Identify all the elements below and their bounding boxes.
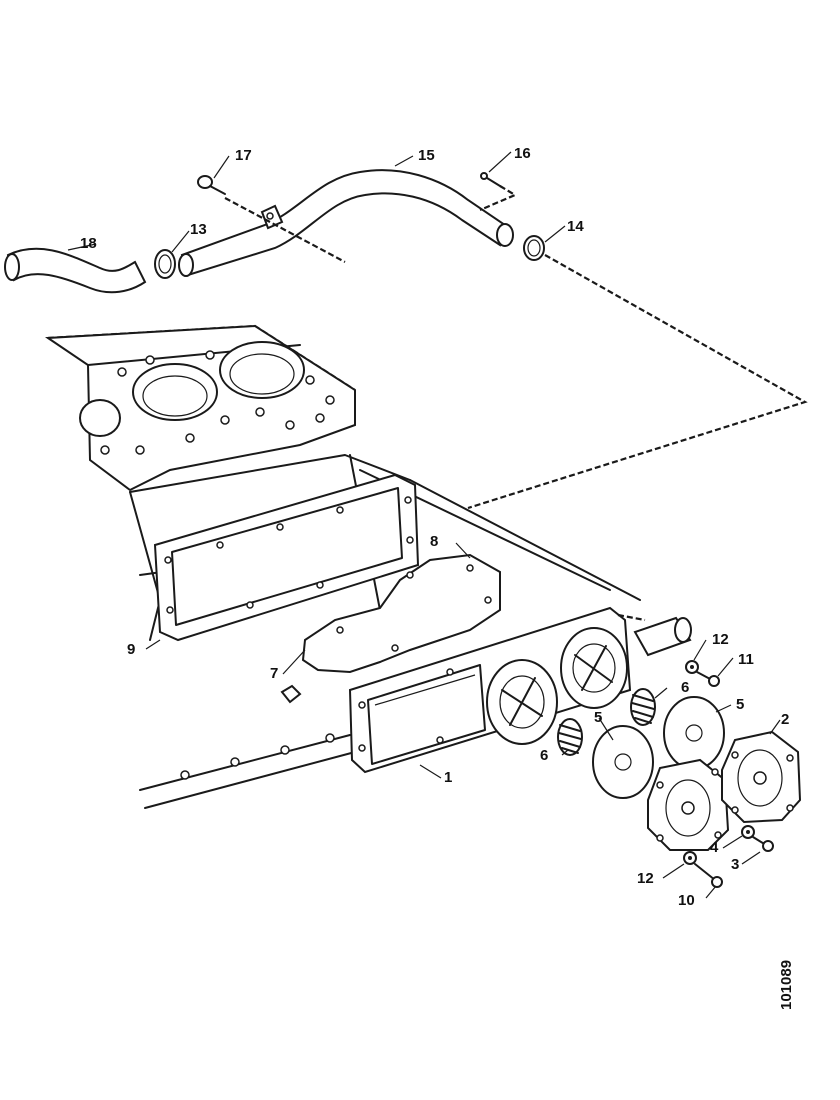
callout-16: 17 — [235, 147, 252, 164]
gasket-9 — [153, 473, 420, 642]
reference-number: 101089 — [778, 959, 795, 1010]
callout-3: 3 — [731, 856, 739, 873]
engine-block — [44, 324, 641, 809]
hose-17 — [6, 247, 147, 294]
part-7 — [280, 684, 302, 704]
spring-6-a — [557, 718, 583, 756]
callout-15: 16 — [514, 145, 531, 162]
callout-1: 1 — [444, 769, 452, 786]
callout-6-bottom: 6 — [540, 747, 548, 764]
bolt-3 — [752, 836, 774, 852]
callout-4: 4 — [710, 839, 719, 856]
diaphragm-5-b — [663, 696, 725, 770]
callout-18: 13 — [190, 221, 207, 238]
screw-15 — [480, 172, 501, 187]
bolt-10 — [694, 863, 723, 888]
cover-plate-2-b — [721, 730, 802, 824]
callout-12-top: 12 — [712, 631, 729, 648]
gasket-8 — [301, 553, 501, 674]
callout-5-left: 5 — [594, 709, 602, 726]
bolt-11 — [696, 671, 720, 687]
screw-16 — [197, 175, 226, 195]
diaphragm-5-a — [592, 725, 654, 799]
callout-6-top: 6 — [681, 679, 689, 696]
callout-10: 10 — [678, 892, 695, 909]
pipe-13 — [180, 169, 507, 277]
washer-12-a — [685, 660, 699, 674]
seal-14 — [523, 235, 545, 261]
leader-lines — [67, 151, 781, 899]
seal-18 — [154, 249, 176, 279]
callout-14: 14 — [567, 218, 584, 235]
cover-1 — [348, 606, 692, 774]
spring-6-b — [630, 688, 656, 726]
callout-8: 8 — [430, 533, 438, 550]
washer-4 — [741, 825, 755, 839]
cover-plate-2-a — [647, 758, 730, 851]
callouts: 17 15 16 14 18 13 8 9 7 1 12 11 6 5 5 6 … — [80, 145, 789, 909]
washer-12-b — [683, 851, 697, 865]
upper-pipe-assembly — [4, 169, 808, 510]
callout-2: 2 — [781, 711, 789, 728]
callout-13: 15 — [418, 147, 435, 164]
callout-9: 9 — [127, 641, 135, 658]
callout-5-right: 5 — [736, 696, 744, 713]
callout-7: 7 — [270, 665, 278, 682]
callout-12-bottom: 12 — [637, 870, 654, 887]
callout-11: 11 — [738, 651, 754, 668]
callout-17: 18 — [80, 235, 97, 252]
